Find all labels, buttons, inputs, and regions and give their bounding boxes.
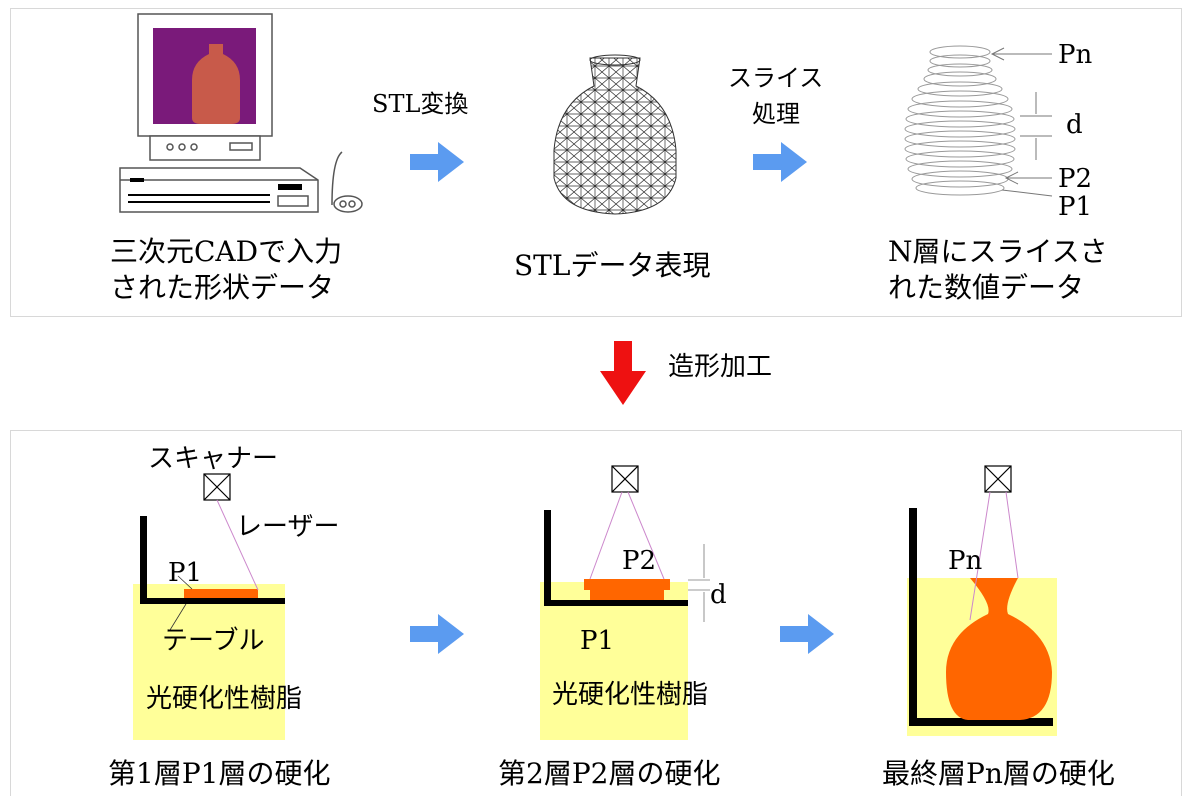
stage2-layer-top-label: P2 [622, 546, 657, 576]
scanner-icon [611, 465, 639, 493]
input-caption-line1: 三次元CADで入力 [110, 235, 343, 268]
slice-label-line2: 処理 [752, 100, 800, 128]
stage1-resin-label: 光硬化性樹脂 [146, 684, 303, 714]
sliced-layers-icon [904, 45, 1016, 196]
stage1-scanner-label: スキャナー [148, 444, 279, 474]
stage1-table-label: テーブル [162, 626, 265, 656]
scanner-icon [203, 473, 231, 501]
stage3-caption: 最終層Pn層の硬化 [882, 757, 1115, 790]
stage1-caption: 第1層P1層の硬化 [108, 757, 331, 790]
stage2-graphic [540, 465, 710, 740]
layer-label-p2: P2 [1058, 164, 1093, 194]
stage2-gap-label: d [710, 580, 727, 610]
slice-label-line1: スライス [728, 64, 824, 92]
sliced-caption-line1: N層にスライスさ [888, 235, 1108, 268]
slice-pointers [990, 47, 1053, 197]
fabrication-label: 造形加工 [668, 352, 773, 382]
stage1-laser-label: レーザー [236, 512, 340, 542]
stage3-graphic [907, 465, 1057, 736]
stage3-layer-label: Pn [948, 546, 983, 576]
arrow-stage-2-3 [780, 614, 834, 654]
scanner-icon [984, 465, 1012, 493]
stage2-resin-label: 光硬化性樹脂 [552, 680, 709, 710]
stl-vase-icon [553, 54, 677, 215]
arrow-stl-conversion [410, 142, 464, 182]
arrow-stage-1-2 [410, 614, 464, 654]
layer-label-p1: P1 [1058, 192, 1093, 222]
stage1-layer-label: P1 [168, 558, 203, 588]
input-caption-line2: された形状データ [110, 271, 335, 304]
stage2-layer-bottom-label: P1 [580, 626, 615, 656]
stl-conversion-label: STL変換 [372, 90, 469, 118]
computer-icon [119, 13, 363, 213]
layer-label-pn: Pn [1058, 40, 1093, 70]
layer-label-d: d [1066, 110, 1083, 140]
stage1-graphic [133, 473, 285, 740]
stage2-caption: 第2層P2層の硬化 [498, 757, 721, 790]
stl-caption: STLデータ表現 [514, 249, 711, 282]
sliced-caption-line2: れた数値データ [888, 271, 1085, 304]
arrow-fabrication [600, 341, 646, 405]
arrow-slice [753, 142, 807, 182]
